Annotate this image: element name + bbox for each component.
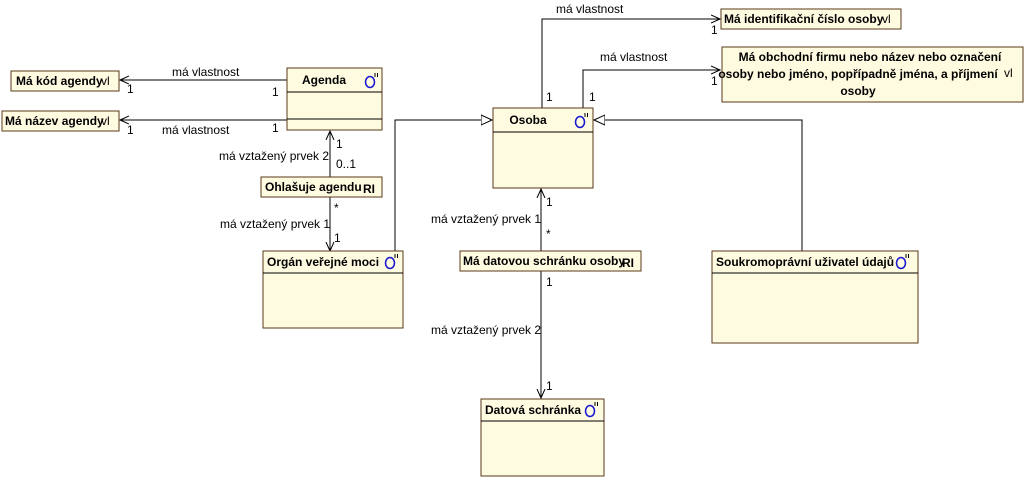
mult-datova-1: 1 [546,379,553,393]
edge-soukromopravni-osoba [594,120,803,251]
relation-ohlasuje-agendu[interactable]: Ohlašuje agendu RI [260,176,383,198]
class-soukromopravni-uzivatel[interactable]: Soukromoprávní uživatel údajů [711,250,919,344]
class-agenda[interactable]: Agenda [286,67,383,131]
attr-nazev-agendy[interactable]: Má název agendy vl [1,110,120,132]
label-vztazeny-prvek-1-organ: má vztažený prvek 1 [220,217,330,231]
relation-ohlasuje-agendu-label: Ohlašuje agendu [265,180,362,194]
ri-stereotype-icon: RI [622,256,634,270]
mult-ohlasuje-agenda-01: 0..1 [336,157,356,171]
class-stereotype-icon [364,73,378,89]
mult-schranka-osoba-many: * [546,227,551,241]
class-stereotype-icon [895,254,909,270]
class-stereotype-icon [384,254,398,270]
attr-kod-agendy-label: Má kód agendy [16,74,103,88]
mult-firma-1: 1 [711,74,718,88]
label-ma-vlastnost-nazev: má vlastnost [162,123,230,137]
class-datova-schranka-label: Datová schránka [485,403,581,417]
class-stereotype-icon [584,402,598,418]
mult-osoba-schranka-1: 1 [546,195,553,209]
class-stereotype-icon [574,113,588,129]
mult-schranka-datova-1: 1 [546,275,553,289]
mult-ic-1: 1 [711,23,718,37]
mult-osoba-firma-1: 1 [589,90,596,104]
class-osoba[interactable]: Osoba [492,107,594,189]
mult-agenda-ohlasuje-1: 1 [336,137,343,151]
label-ma-vlastnost-firma: má vlastnost [600,50,668,64]
class-osoba-label: Osoba [509,113,547,127]
class-organ-verejne-moci[interactable]: Orgán veřejné moci [262,250,404,329]
attr-kod-agendy[interactable]: Má kód agendy vl [10,70,120,92]
label-vztazeny-prvek-1-osoba: má vztažený prvek 1 [431,212,541,226]
edge-osoba-ic [541,19,720,108]
class-datova-schranka[interactable]: Datová schránka [480,398,605,477]
vl-stereotype-icon: vl [1004,66,1013,80]
vl-stereotype-icon: vl [882,12,891,26]
attr-identifikacni-cislo[interactable]: Má identifikační číslo osoby vl [720,8,902,30]
attr-nazev-agendy-label: Má název agendy [5,114,104,128]
class-agenda-label: Agenda [302,73,346,87]
mult-organ-1: 1 [334,231,341,245]
label-ma-vlastnost-kod: má vlastnost [172,65,240,79]
attr-obchodni-firma-line-1: Má obchodní firmu nebo název nebo označe… [739,50,1002,64]
mult-agenda-kod-1: 1 [272,85,279,99]
mult-agenda-nazev-1: 1 [272,121,279,135]
vl-stereotype-icon: vl [101,74,110,88]
label-vztazeny-prvek-2-agenda: má vztažený prvek 2 [219,149,329,163]
attr-identifikacni-cislo-label: Má identifikační číslo osoby [724,12,884,26]
class-organ-label: Orgán veřejné moci [267,255,379,269]
edge-organ-osoba [394,120,492,251]
ri-stereotype-icon: RI [363,182,375,196]
vl-stereotype-icon: vl [101,114,110,128]
label-ma-vlastnost-ic: má vlastnost [556,2,624,16]
mult-kod-1: 1 [127,82,134,96]
edge-osoba-firma [582,70,720,108]
attr-obchodni-firma[interactable]: Má obchodní firmu nebo název nebo označe… [718,46,1024,103]
mult-ohlasuje-organ-many: * [334,201,339,215]
class-soukromopravni-label: Soukromoprávní uživatel údajů [716,255,894,269]
mult-nazev-1: 1 [127,123,134,137]
relation-ma-datovou-schranku[interactable]: Má datovou schránku osoby RI [459,250,642,272]
relation-ma-datovou-schranku-label: Má datovou schránku osoby [463,254,625,268]
mult-osoba-ic-1: 1 [546,90,553,104]
attr-obchodni-firma-line-3: osoby [840,84,876,98]
label-vztazeny-prvek-2-schranka: má vztažený prvek 2 [431,323,541,337]
attr-obchodni-firma-line-2: osoby nebo jméno, popřípadně jména, a př… [718,67,998,81]
